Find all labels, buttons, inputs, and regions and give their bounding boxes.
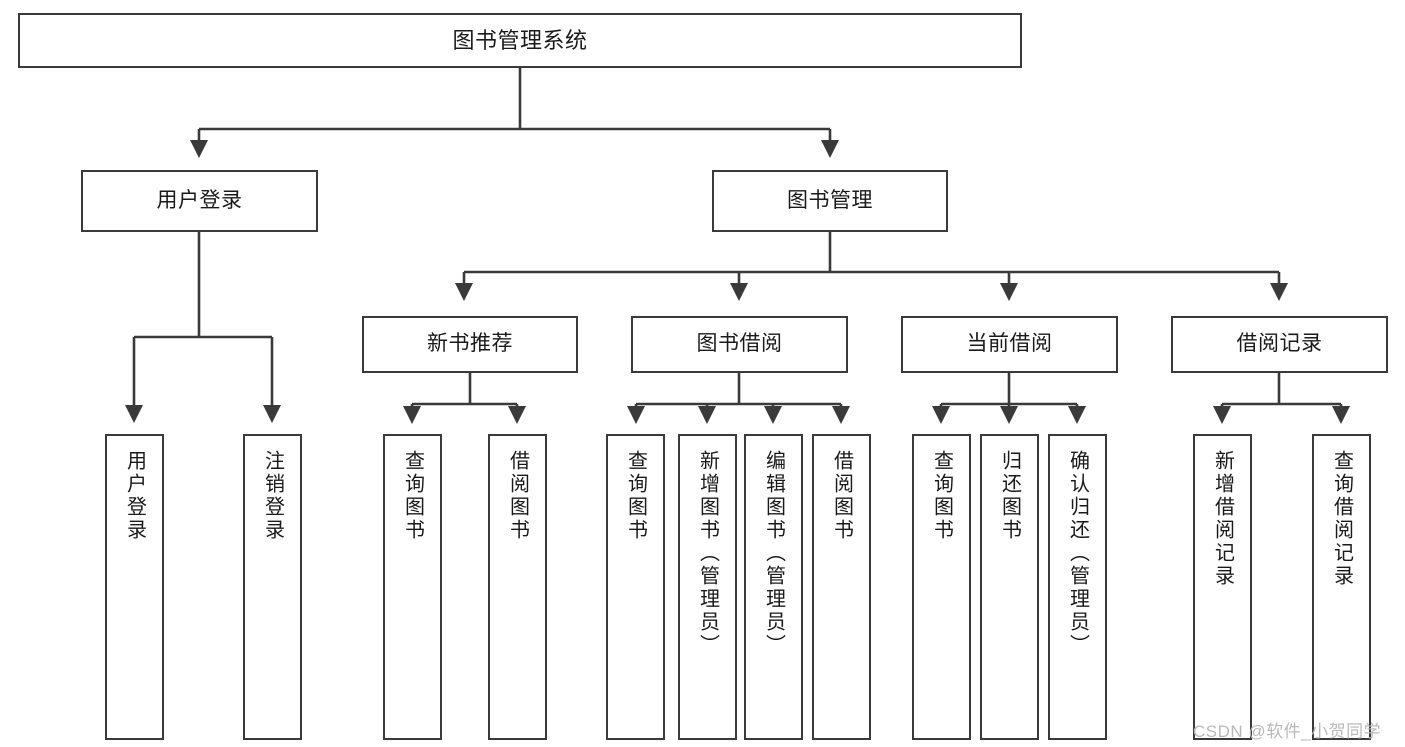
node-new-book-recommend[interactable]: 新书推荐 — [362, 316, 578, 373]
node-label: 图书管理系统 — [452, 27, 588, 53]
node-label: 查询图书 — [624, 450, 647, 542]
node-label: 图书借阅 — [696, 332, 783, 356]
leaf-add-borrow-record[interactable]: 新增借阅记录 — [1193, 434, 1252, 740]
node-label: 编辑图书（管理员） — [762, 450, 785, 657]
node-book-borrow[interactable]: 图书借阅 — [631, 316, 848, 373]
csdn-watermark: CSDN @软件_小贺同学 — [1193, 722, 1382, 741]
node-user-login[interactable]: 用户登录 — [81, 170, 318, 232]
node-label: 当前借阅 — [966, 332, 1053, 356]
leaf-user-login[interactable]: 用户登录 — [105, 434, 164, 740]
node-label: 借阅图书 — [506, 450, 529, 542]
leaf-query-book-3[interactable]: 查询图书 — [912, 434, 971, 740]
node-label: 归还图书 — [998, 450, 1021, 542]
leaf-return-book[interactable]: 归还图书 — [980, 434, 1039, 740]
leaf-confirm-return-admin[interactable]: 确认归还（管理员） — [1048, 434, 1107, 740]
node-label: 用户登录 — [123, 450, 146, 542]
node-label: 查询图书 — [401, 450, 424, 542]
node-label: 确认归还（管理员） — [1066, 450, 1089, 657]
node-label: 新增图书（管理员） — [696, 450, 719, 657]
node-label: 用户登录 — [156, 188, 243, 212]
node-label: 借阅图书 — [830, 450, 853, 542]
node-label: 图书管理 — [787, 188, 873, 212]
node-book-management[interactable]: 图书管理 — [712, 170, 948, 232]
leaf-query-book-2[interactable]: 查询图书 — [606, 434, 665, 740]
node-label: 注销登录 — [261, 450, 284, 542]
node-root-system[interactable]: 图书管理系统 — [18, 13, 1022, 68]
node-label: 新书推荐 — [427, 332, 513, 356]
leaf-edit-book-admin[interactable]: 编辑图书（管理员） — [744, 434, 803, 740]
node-label: 查询图书 — [930, 450, 953, 542]
node-label: 新增借阅记录 — [1211, 450, 1234, 588]
leaf-logout-login[interactable]: 注销登录 — [243, 434, 302, 740]
node-label: 借阅记录 — [1236, 332, 1323, 356]
leaf-query-borrow-record[interactable]: 查询借阅记录 — [1312, 434, 1371, 740]
node-borrow-record[interactable]: 借阅记录 — [1171, 316, 1388, 373]
leaf-borrow-book-1[interactable]: 借阅图书 — [488, 434, 547, 740]
node-label: 查询借阅记录 — [1330, 450, 1353, 588]
leaf-query-book-1[interactable]: 查询图书 — [383, 434, 442, 740]
leaf-borrow-book-2[interactable]: 借阅图书 — [812, 434, 871, 740]
node-current-borrow[interactable]: 当前借阅 — [901, 316, 1118, 373]
leaf-add-book-admin[interactable]: 新增图书（管理员） — [678, 434, 737, 740]
